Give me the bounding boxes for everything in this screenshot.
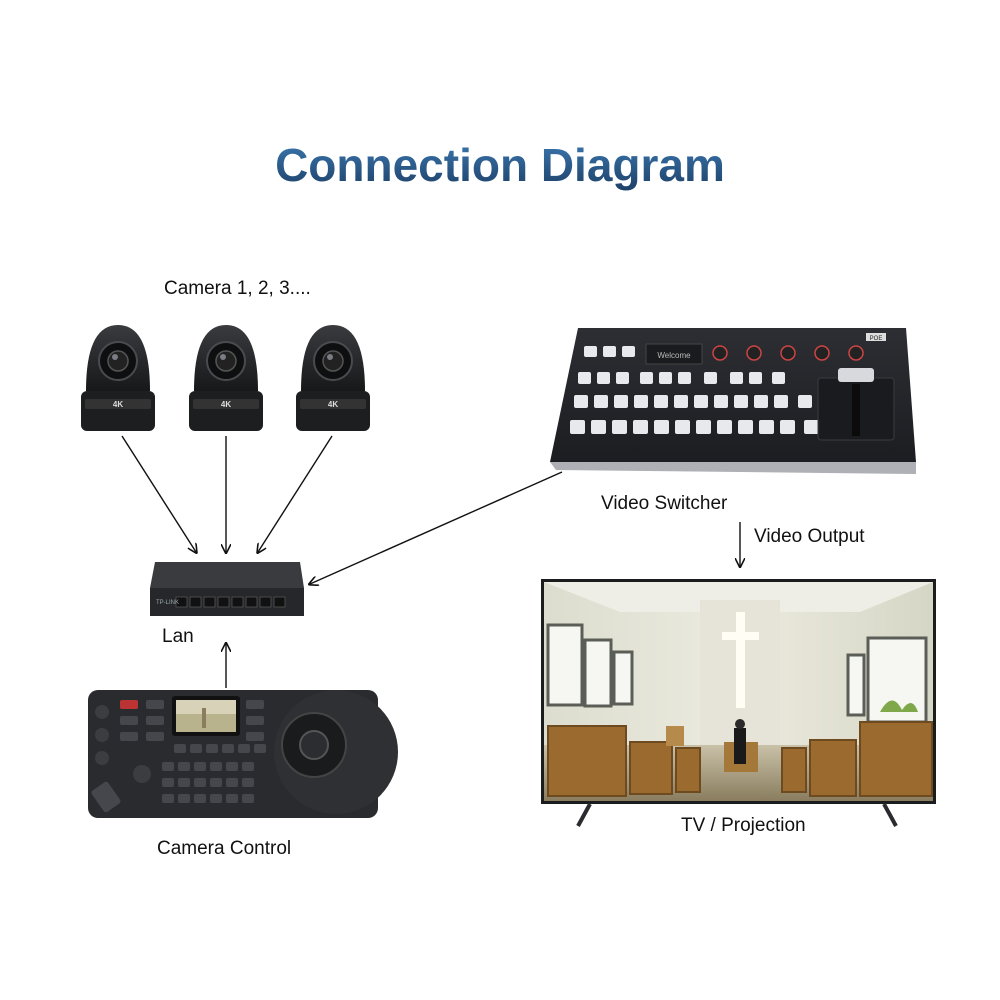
ptz-camera-3: 4K bbox=[296, 325, 370, 431]
arrow-camera1-to-lan bbox=[121, 435, 196, 552]
video-switcher-label: Video Switcher bbox=[601, 493, 728, 514]
switch-brand: TP-LINK bbox=[156, 600, 179, 606]
cameras-label: Camera 1, 2, 3.... bbox=[164, 278, 311, 299]
camera-badge: 4K bbox=[113, 400, 123, 409]
lan-label: Lan bbox=[162, 626, 194, 647]
arrow-camera3-to-lan bbox=[258, 435, 333, 552]
video-output-label: Video Output bbox=[754, 526, 865, 547]
poe-badge: POE bbox=[870, 336, 883, 342]
connection-arrows bbox=[121, 435, 740, 688]
ptz-camera-1: 4K bbox=[81, 325, 155, 431]
camera-badge: 4K bbox=[328, 400, 338, 409]
video-switcher: POE Welcome bbox=[550, 328, 916, 474]
switcher-screen-text: Welcome bbox=[657, 351, 691, 360]
network-switch: TP-LINK bbox=[150, 562, 304, 616]
tv-projection-label: TV / Projection bbox=[681, 815, 806, 836]
camera-controller bbox=[88, 690, 398, 818]
page-title: Connection Diagram bbox=[0, 138, 1000, 192]
camera-control-label: Camera Control bbox=[157, 838, 292, 859]
arrow-switcher-to-lan bbox=[310, 471, 563, 584]
tv-display bbox=[541, 579, 936, 827]
camera-badge: 4K bbox=[221, 400, 231, 409]
ptz-camera-2: 4K bbox=[189, 325, 263, 431]
